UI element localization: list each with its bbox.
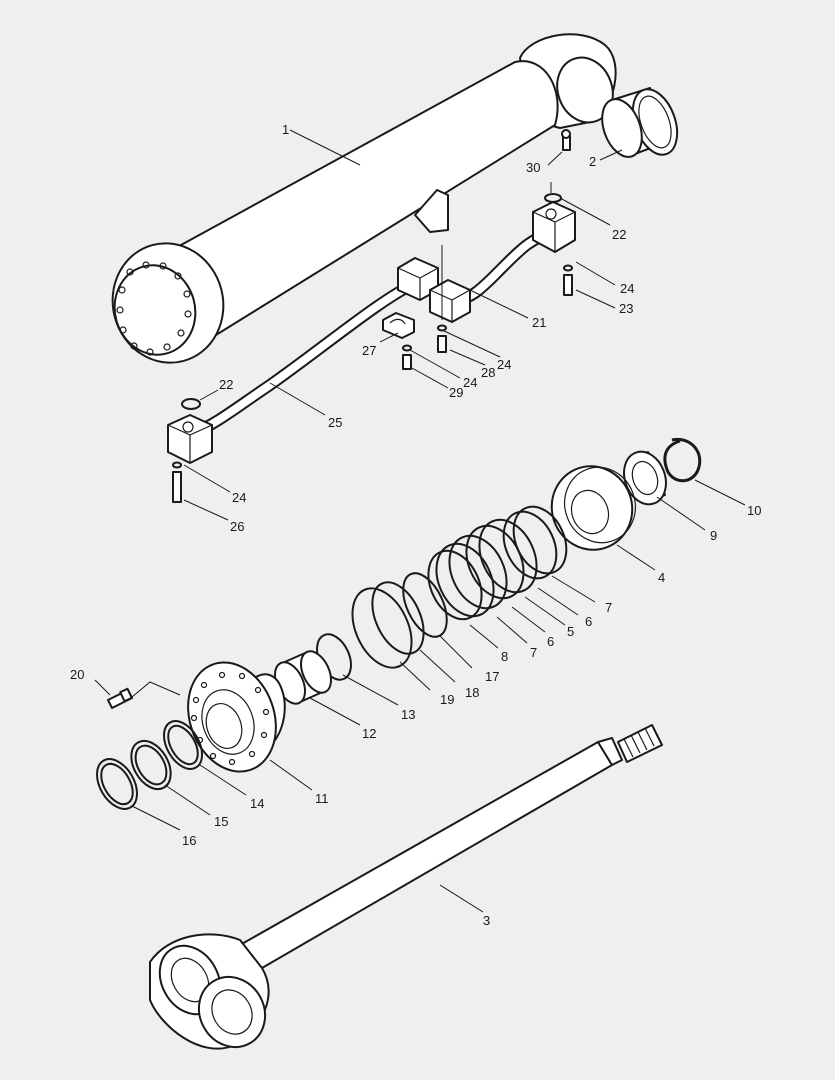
clamp-blocks	[397, 257, 471, 323]
callout-6a: 6	[585, 614, 592, 629]
callout-23: 23	[619, 301, 633, 316]
bolt-26	[172, 461, 182, 503]
block-rod-end	[532, 201, 576, 253]
o-ring-22-upper	[544, 193, 562, 203]
callout-29: 29	[449, 385, 463, 400]
snap-ring	[663, 437, 702, 483]
callout-22b: 22	[219, 377, 233, 392]
flange-bolt-holes	[116, 261, 192, 356]
pipe-25	[189, 279, 418, 438]
piston-seals	[427, 505, 568, 621]
callout-7a: 7	[605, 600, 612, 615]
leader-lines	[94, 129, 746, 913]
nut-9	[623, 450, 667, 506]
callout-9: 9	[710, 528, 717, 543]
o-ring-22-lower	[181, 398, 201, 410]
callout-10: 10	[747, 503, 761, 518]
grease-nipple	[561, 129, 571, 151]
callout-19: 19	[440, 692, 454, 707]
callout-22a: 22	[612, 227, 626, 242]
callout-5: 5	[567, 624, 574, 639]
callout-15: 15	[214, 814, 228, 829]
callout-26: 26	[230, 519, 244, 534]
callout-21: 21	[532, 315, 546, 330]
callout-28: 28	[481, 365, 495, 380]
callout-3: 3	[483, 913, 490, 928]
callout-17: 17	[485, 669, 499, 684]
callout-27: 27	[362, 343, 376, 358]
piston-rod	[149, 724, 663, 1050]
callout-24a: 24	[620, 281, 634, 296]
block-head-end	[167, 414, 213, 464]
callout-7b: 7	[530, 645, 537, 660]
cylinder-head	[187, 661, 286, 773]
bolt-23	[563, 264, 573, 296]
callout-2: 2	[589, 154, 596, 169]
callout-20: 20	[70, 667, 84, 682]
head-rings	[96, 720, 203, 810]
callout-30: 30	[526, 160, 540, 175]
callout-24c: 24	[463, 375, 477, 390]
callout-24d: 24	[232, 490, 246, 505]
callout-6b: 6	[547, 634, 554, 649]
callout-4: 4	[658, 570, 665, 585]
bolt-29	[402, 344, 412, 370]
callout-18: 18	[465, 685, 479, 700]
clamp-half	[382, 312, 415, 339]
callout-16: 16	[182, 833, 196, 848]
callout-25: 25	[328, 415, 342, 430]
callout-11: 11	[315, 791, 329, 806]
callout-1: 1	[282, 122, 289, 137]
callout-8: 8	[501, 649, 508, 664]
callout-14: 14	[250, 796, 264, 811]
bushing-12	[273, 650, 333, 705]
bolt-28	[437, 324, 447, 353]
piston-4	[550, 465, 636, 551]
callout-12: 12	[362, 726, 376, 741]
head-screw-20	[107, 687, 133, 709]
head-seals	[351, 572, 448, 669]
head-bolt-holes	[190, 671, 270, 766]
callouts: 1 2 3 4 5 6 6 7 7 8 9 10 11 12 13 14 15 …	[70, 122, 761, 928]
callout-13: 13	[401, 707, 415, 722]
bushing	[601, 87, 679, 158]
cylinder-barrel	[111, 33, 617, 364]
callout-24b: 24	[497, 357, 511, 372]
